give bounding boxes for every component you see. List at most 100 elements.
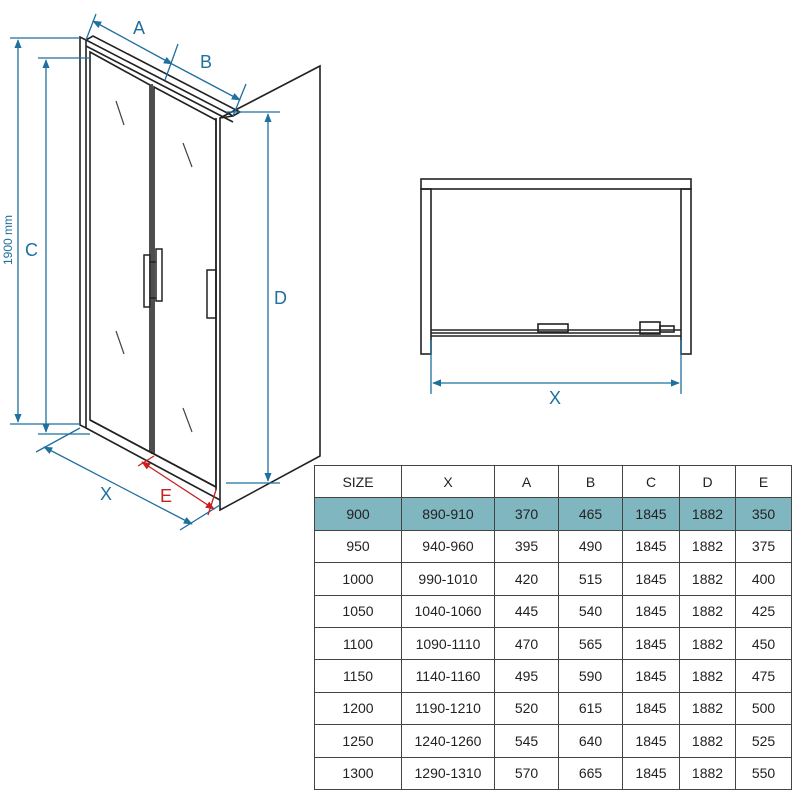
table-cell: 1140-1160	[401, 659, 495, 693]
table-cell: 1882	[679, 756, 736, 790]
table-cell: 515	[558, 562, 623, 596]
table-cell: 1845	[622, 497, 680, 531]
table-cell: 1845	[622, 594, 680, 628]
table-cell: 1040-1060	[401, 594, 495, 628]
table-cell: 1882	[679, 659, 736, 693]
table-cell: 1845	[622, 659, 680, 693]
table-cell: 1100	[314, 626, 402, 661]
table-cell: 545	[494, 724, 559, 758]
table-cell: 1300	[314, 756, 402, 790]
table-cell: 445	[494, 594, 559, 628]
table-cell: 1250	[314, 724, 402, 758]
table-cell: 1190-1210	[401, 691, 495, 726]
table-cell: 1000	[314, 562, 402, 596]
dimension-x-top	[430, 340, 682, 394]
table-cell: 425	[735, 594, 792, 628]
top-view	[420, 178, 692, 355]
table-cell: 665	[558, 756, 623, 790]
header-size: SIZE	[314, 464, 402, 499]
header-d: D	[679, 464, 736, 499]
table-cell: 1882	[679, 691, 736, 726]
table-cell: 490	[558, 529, 623, 564]
table-cell: 1845	[622, 626, 680, 661]
table-cell: 1845	[622, 756, 680, 790]
table-cell: 550	[735, 756, 792, 790]
table-cell: 1882	[679, 724, 736, 758]
table-cell: 1200	[314, 691, 402, 726]
table-cell: 1882	[679, 497, 736, 531]
enclosure-frame	[79, 35, 321, 512]
table-cell: 475	[735, 659, 792, 693]
label-e: E	[160, 486, 172, 506]
glass-reflections	[115, 100, 193, 433]
table-cell: 1882	[679, 562, 736, 596]
header-a: A	[494, 464, 559, 499]
header-c: C	[622, 464, 680, 499]
table-cell: 395	[494, 529, 559, 564]
table-cell: 350	[735, 497, 792, 531]
table-cell: 990-1010	[401, 562, 495, 596]
door-handles	[143, 248, 217, 319]
table-cell: 400	[735, 562, 792, 596]
label-c: C	[25, 240, 38, 260]
table-cell: 495	[494, 659, 559, 693]
dimension-a-b	[85, 13, 247, 117]
table-cell: 500	[735, 691, 792, 726]
dimension-x-front	[35, 427, 221, 531]
table-cell: 1882	[679, 626, 736, 661]
table-cell: 1882	[679, 529, 736, 564]
table-cell: 370	[494, 497, 559, 531]
table-cell: 890-910	[401, 497, 495, 531]
table-cell: 1845	[622, 529, 680, 564]
table-cell: 900	[314, 497, 402, 531]
table-cell: 1050	[314, 594, 402, 628]
dimension-c	[38, 57, 90, 435]
table-cell: 565	[558, 626, 623, 661]
table-cell: 520	[494, 691, 559, 726]
label-x-front: X	[100, 484, 112, 504]
table-cell: 590	[558, 659, 623, 693]
table-cell: 450	[735, 626, 792, 661]
table-cell: 1845	[622, 562, 680, 596]
table-cell: 420	[494, 562, 559, 596]
table-cell: 540	[558, 594, 623, 628]
table-cell: 1240-1260	[401, 724, 495, 758]
label-height: 1900 mm	[1, 215, 15, 265]
table-cell: 940-960	[401, 529, 495, 564]
table-cell: 1845	[622, 724, 680, 758]
table-header-row: SIZE X A B C D E	[314, 464, 792, 499]
table-cell: 465	[558, 497, 623, 531]
dimension-d	[226, 111, 280, 484]
label-b: B	[200, 52, 212, 72]
header-b: B	[558, 464, 623, 499]
table-cell: 470	[494, 626, 559, 661]
table-cell: 375	[735, 529, 792, 564]
table-cell: 1090-1110	[401, 626, 495, 661]
table-cell: 950	[314, 529, 402, 564]
table-cell: 615	[558, 691, 623, 726]
label-x-top: X	[549, 388, 561, 408]
label-a: A	[133, 18, 145, 38]
table-cell: 1882	[679, 594, 736, 628]
table-cell: 640	[558, 724, 623, 758]
table-cell: 1150	[314, 659, 402, 693]
header-e: E	[735, 464, 792, 499]
table-cell: 1845	[622, 691, 680, 726]
table-cell: 1290-1310	[401, 756, 495, 790]
header-x: X	[401, 464, 495, 499]
dimension-height	[10, 37, 80, 425]
table-cell: 525	[735, 724, 792, 758]
table-cell: 570	[494, 756, 559, 790]
dimension-e	[137, 455, 217, 516]
